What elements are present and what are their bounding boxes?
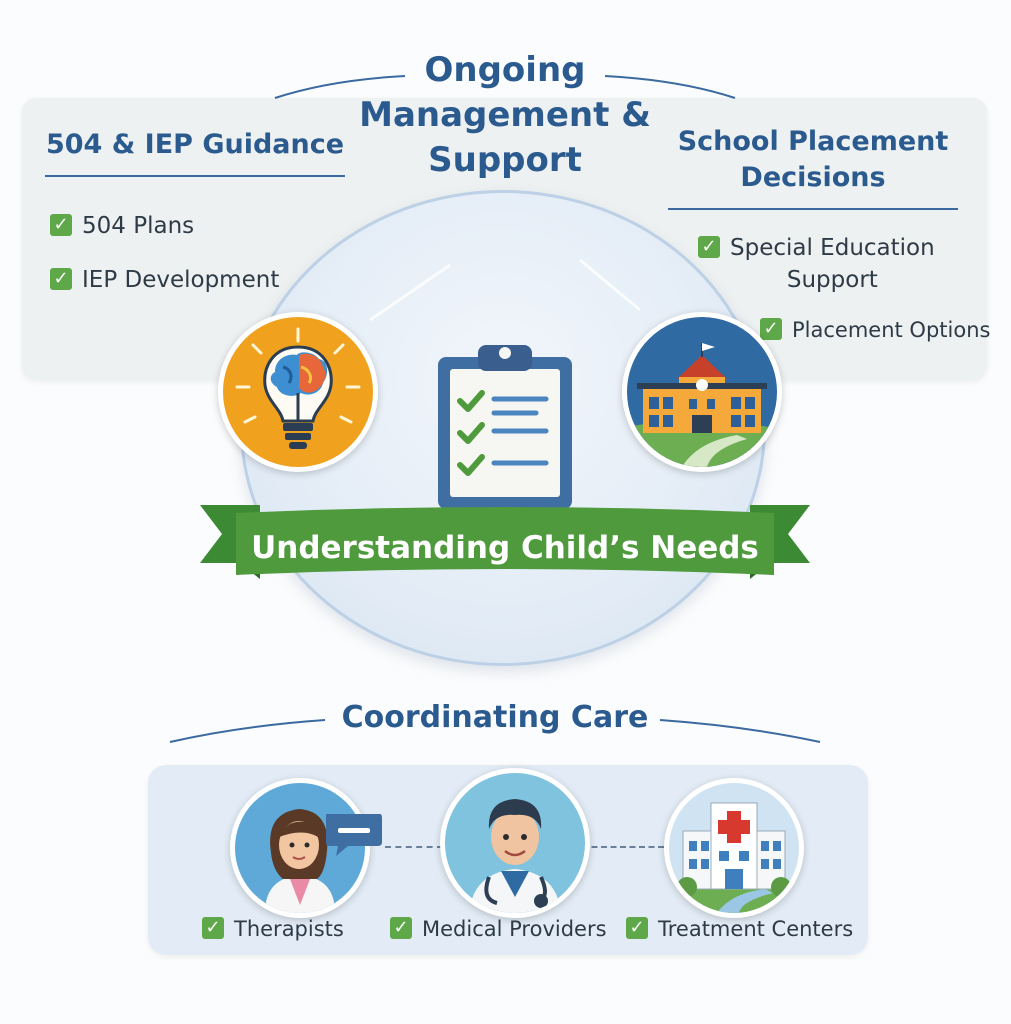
left-item-label: IEP Development	[82, 267, 280, 293]
right-item-label-line-2: Support	[786, 267, 878, 293]
right-item-label-line-1: Special Education	[730, 235, 935, 261]
coordinating-care-title: Coordinating Care	[341, 700, 649, 735]
right-section-title-line-1: School Placement	[677, 126, 949, 157]
clipboard-checklist-icon	[438, 345, 572, 509]
check-icon: ✓	[626, 917, 648, 939]
right-item-label: Placement Options	[792, 318, 991, 342]
banner-ribbon	[200, 505, 810, 579]
connector-dash	[582, 846, 664, 848]
check-icon: ✓	[50, 214, 72, 236]
right-section-title-line-2: Decisions	[740, 162, 886, 193]
right-section-rule	[668, 208, 958, 210]
main-title: Ongoing Management & Support	[330, 48, 680, 183]
circle-highlights	[369, 258, 641, 322]
main-title-line-1: Ongoing	[424, 50, 586, 90]
connector-dash	[385, 846, 443, 848]
left-item-504-plans: ✓ 504 Plans	[50, 210, 194, 242]
left-item-label: 504 Plans	[82, 213, 195, 239]
bottom-item-treatment-centers: ✓ Treatment Centers	[626, 913, 853, 945]
left-item-iep-development: ✓ IEP Development	[50, 264, 279, 296]
check-icon: ✓	[390, 917, 412, 939]
lightbulb-brain-icon	[218, 312, 378, 472]
check-icon: ✓	[50, 268, 72, 290]
doctor-avatar-icon	[440, 768, 590, 918]
right-item-placement-options: ✓ Placement Options	[760, 314, 990, 346]
school-building-icon	[622, 312, 782, 472]
main-title-line-2: Management &	[359, 95, 651, 135]
bottom-item-label: Therapists	[234, 917, 344, 941]
check-icon: ✓	[760, 318, 782, 340]
bottom-item-label: Treatment Centers	[658, 917, 854, 941]
check-icon: ✓	[202, 917, 224, 939]
bottom-item-therapists: ✓ Therapists	[202, 913, 344, 945]
therapist-avatar-icon	[230, 778, 370, 918]
main-title-line-3: Support	[428, 140, 582, 180]
hospital-icon	[664, 778, 804, 918]
bottom-item-label: Medical Providers	[422, 917, 607, 941]
right-item-label: Special Education Support	[730, 232, 935, 296]
left-section-rule	[45, 175, 345, 177]
banner-label: Understanding Child’s Needs	[251, 530, 759, 566]
left-section-title: 504 & IEP Guidance	[45, 129, 345, 160]
right-section-title: School Placement Decisions	[668, 124, 958, 196]
right-item-special-education: ✓ Special Education Support	[698, 232, 935, 296]
speech-bubble-icon	[326, 814, 382, 856]
bottom-item-medical-providers: ✓ Medical Providers	[390, 913, 607, 945]
check-icon: ✓	[698, 236, 720, 258]
